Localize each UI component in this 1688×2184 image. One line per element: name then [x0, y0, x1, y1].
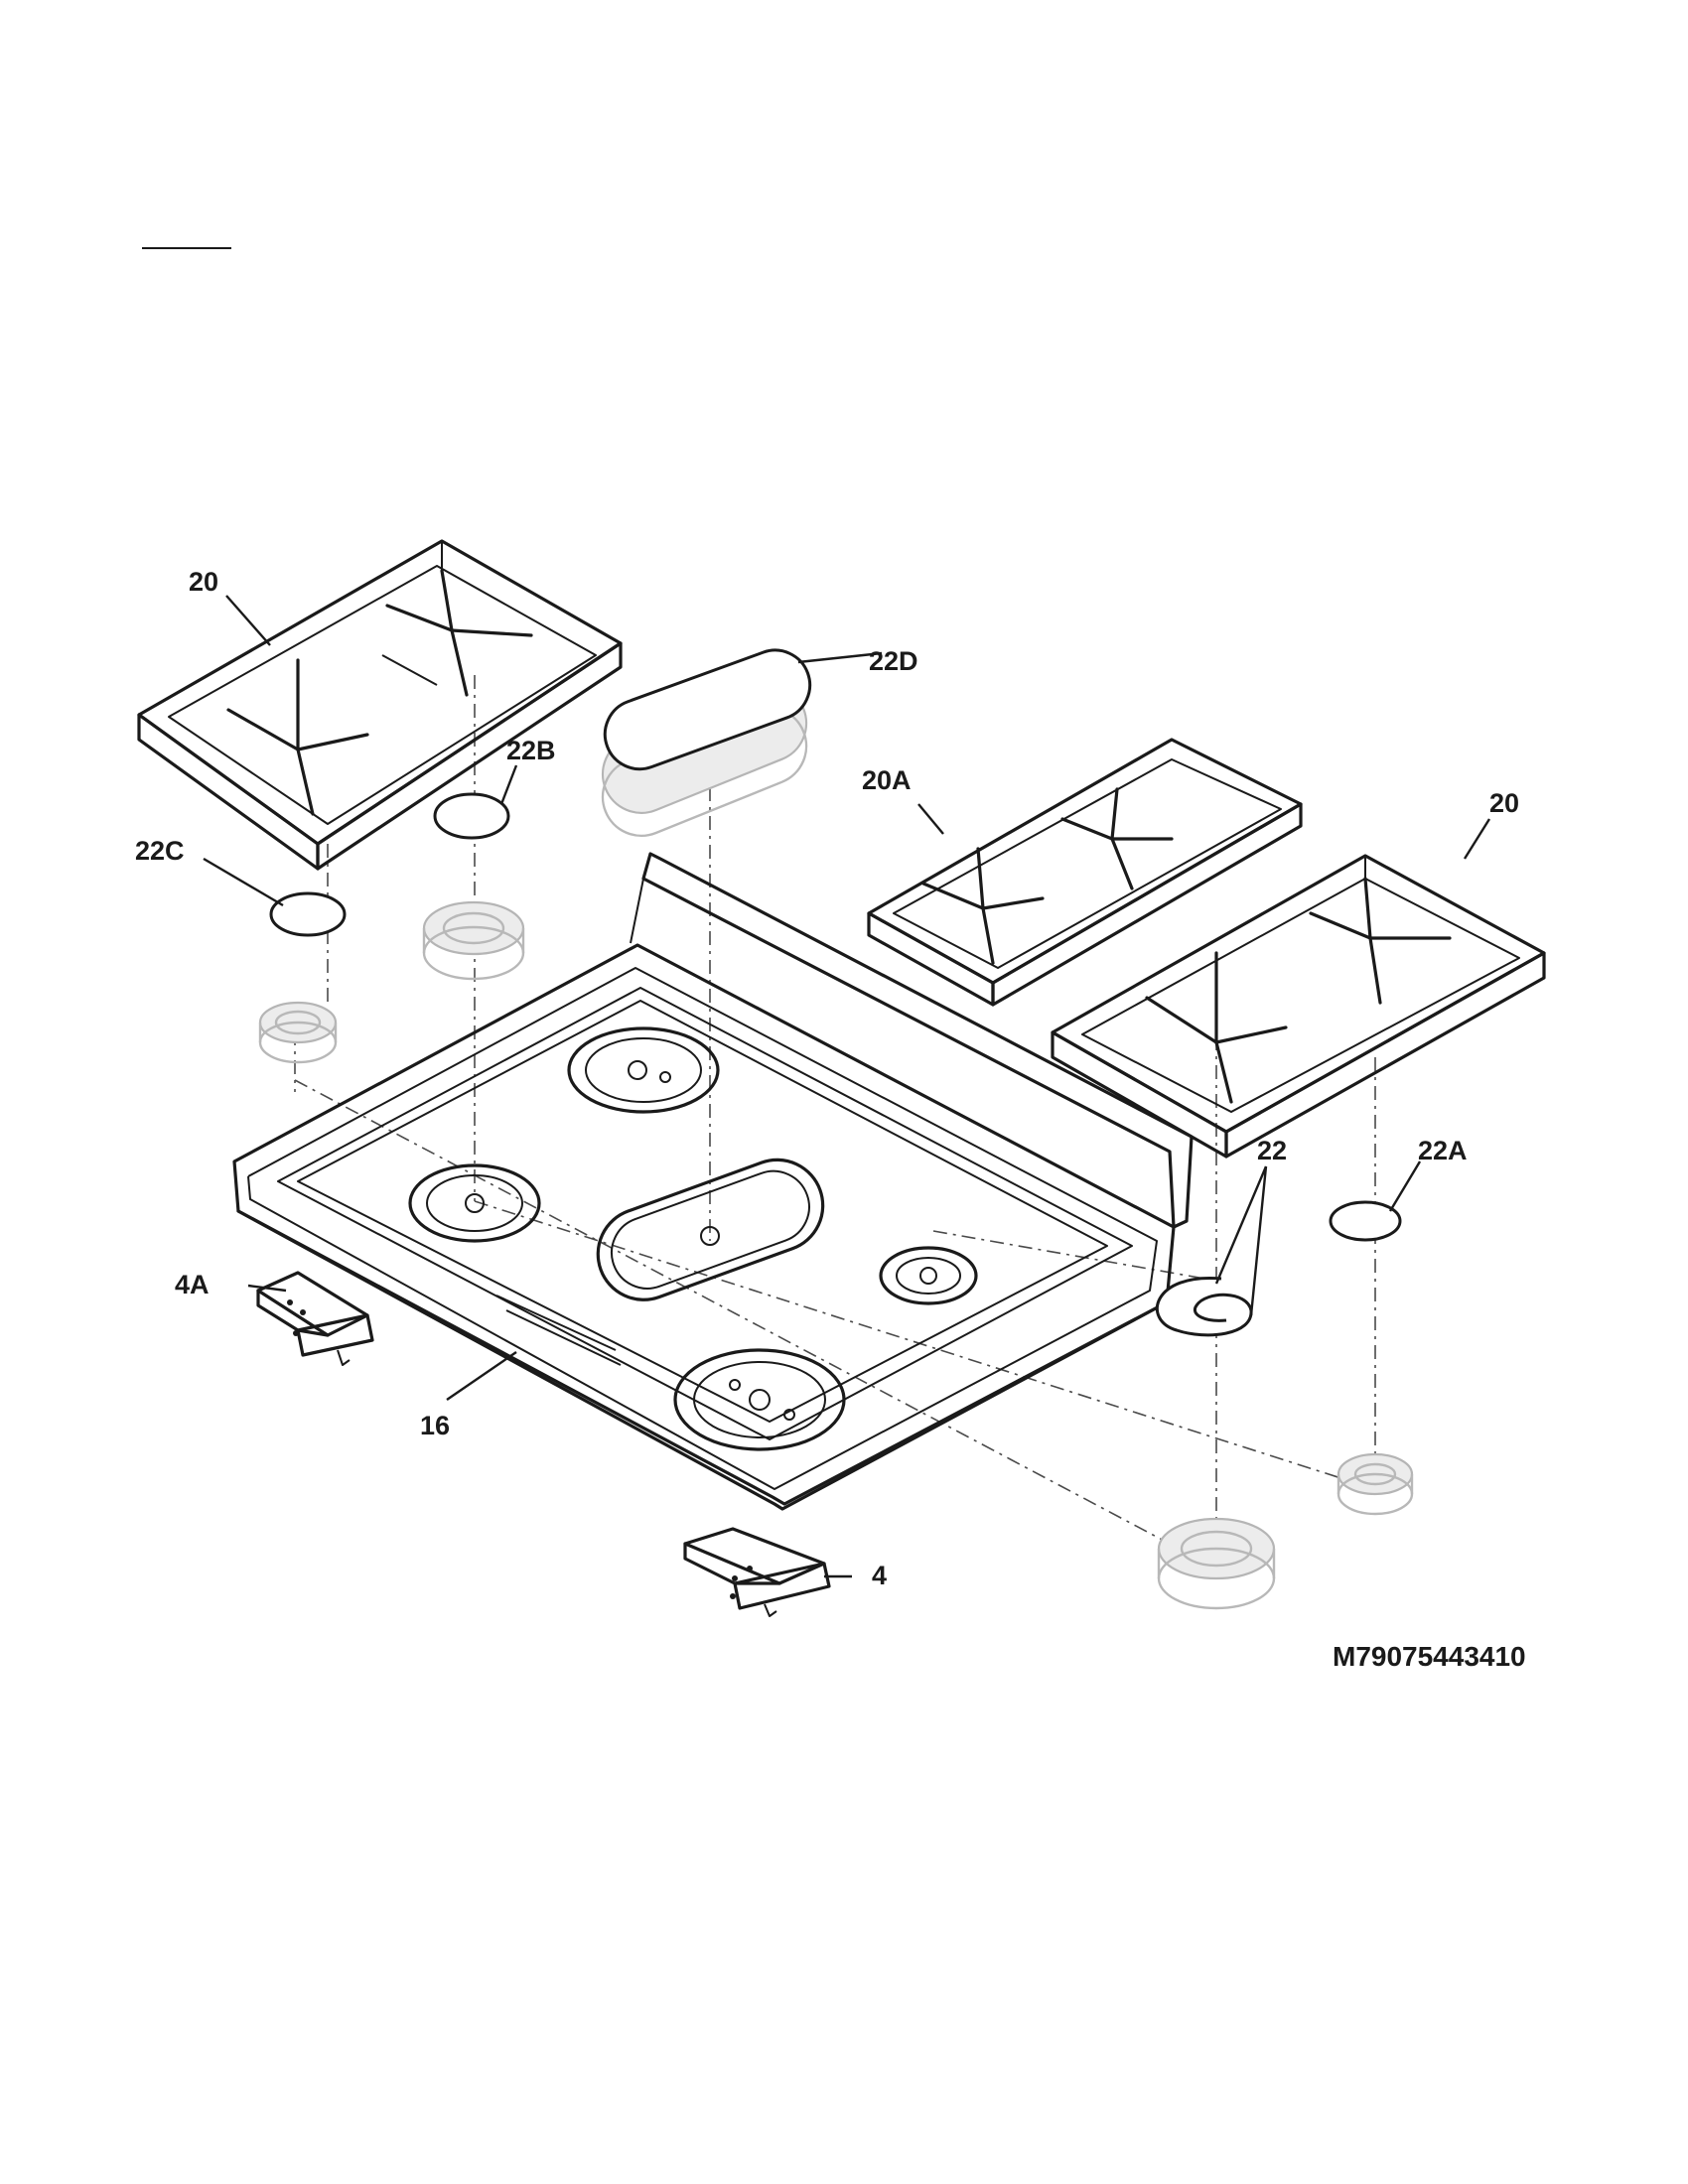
burner-base-front-right	[1157, 1517, 1276, 1610]
cap-front-left	[269, 891, 347, 937]
cap-back-right	[1329, 1200, 1402, 1242]
grate-center	[867, 738, 1303, 1007]
burner-base-front-left	[258, 1001, 338, 1064]
callout-cooktop: 16	[420, 1411, 450, 1440]
grate-left	[137, 539, 623, 871]
cooktop-part-16	[232, 852, 1194, 1511]
bracket-left	[256, 1271, 374, 1366]
callout-cap-front-left: 22C	[135, 836, 185, 866]
cap-back-left	[433, 792, 510, 840]
callout-cap-back-right: 22A	[1418, 1136, 1468, 1165]
bracket-right	[683, 1527, 831, 1617]
burner-base-back-right	[1336, 1452, 1414, 1516]
callout-cap-back-left: 22B	[506, 736, 556, 765]
callout-grate-center: 20A	[862, 765, 912, 795]
cap-center-oval	[603, 648, 812, 771]
diagram-code: M79075443410	[1333, 1641, 1526, 1672]
callout-bracket-left: 4A	[175, 1270, 210, 1299]
callout-bracket-right: 4	[872, 1561, 887, 1590]
burner-base-back-left	[422, 900, 525, 981]
grate-right	[1051, 854, 1546, 1159]
callout-cap-front-right: 22	[1257, 1136, 1287, 1165]
callout-grate-right: 20	[1489, 788, 1519, 818]
cap-front-right-ring	[1155, 1277, 1253, 1337]
leader-lines	[203, 595, 1491, 1578]
callout-cap-center-oval: 22D	[869, 646, 918, 676]
callout-grate-left: 20	[189, 567, 218, 597]
